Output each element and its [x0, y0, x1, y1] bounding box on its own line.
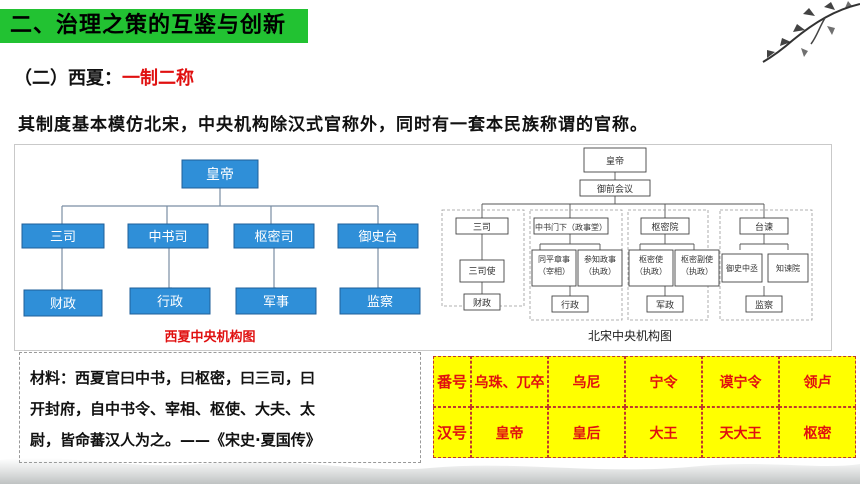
- song-sub-box: [459, 259, 505, 283]
- song-sub-label: 三司使: [468, 265, 495, 277]
- song-child-label: 财政: [473, 297, 491, 309]
- row-header: 番号: [433, 356, 471, 407]
- xixia-branch-box: [233, 223, 315, 249]
- song-sub-label: 知谏院: [776, 263, 800, 273]
- row-header: 汉号: [433, 407, 471, 458]
- table-cell: 谟宁令: [702, 356, 779, 407]
- table-cell: 领卢: [779, 356, 856, 407]
- song-chart-caption: 北宋中央机构图: [588, 328, 672, 343]
- table-cell: 乌珠、兀卒: [471, 356, 548, 407]
- xixia-child-label: 财政: [50, 297, 76, 312]
- song-sub-box: [531, 249, 577, 287]
- xixia-branch-box: [127, 223, 209, 249]
- song-child-box: [551, 295, 589, 313]
- sub-heading: （二）西夏：一制二称: [14, 64, 194, 90]
- xixia-child-box: [339, 287, 421, 315]
- table-cell: 枢密: [779, 407, 856, 458]
- table-row: 番号 乌珠、兀卒 乌尼 宁令 谟宁令 领卢: [433, 356, 856, 407]
- xixia-branch-box: [337, 223, 419, 249]
- song-sub-box: [767, 253, 809, 283]
- song-sub-box: [674, 249, 720, 287]
- song-sub-box: [577, 249, 623, 287]
- song-child-label: 监察: [755, 299, 773, 311]
- material-line: 尉，皆命蕃汉人为之。——《宋史·夏国传》: [30, 431, 321, 449]
- material-line: 材料：西夏官曰中书，曰枢密，曰三司，曰: [30, 369, 316, 387]
- song-child-box: [463, 293, 501, 311]
- xixia-child-label: 监察: [367, 295, 393, 310]
- xixia-branch-label: 三司: [50, 230, 76, 245]
- song-branch-box: [533, 217, 609, 235]
- song-branch-label: 台谏: [755, 221, 773, 233]
- xixia-child-label: 军事: [263, 295, 289, 310]
- song-branch-box: [739, 217, 789, 235]
- table-cell: 天大王: [702, 407, 779, 458]
- song-sub-label: 参知政事（执政）: [584, 254, 616, 276]
- song-branch-label: 三司: [473, 222, 491, 233]
- table-cell: 皇后: [548, 407, 625, 458]
- xixia-chart-caption: 西夏中央机构图: [164, 329, 255, 345]
- xixia-branch-label: 御史台: [358, 230, 397, 245]
- xixia-branch-label: 枢密司: [254, 229, 293, 245]
- titles-comparison-table: 番号 乌珠、兀卒 乌尼 宁令 谟宁令 领卢 汉号 皇帝 皇后 大王 天大王 枢密: [433, 356, 856, 458]
- song-child-box: [745, 295, 783, 313]
- song-root-box: [583, 147, 647, 173]
- xixia-child-box: [129, 287, 211, 315]
- section-heading: 二、治理之策的互鉴与创新: [0, 9, 308, 43]
- song-root-label: 皇帝: [606, 155, 624, 167]
- song-sub-label: 枢密使（执政）: [635, 254, 667, 276]
- xixia-branch-box: [21, 223, 105, 249]
- xixia-child-box: [23, 289, 103, 317]
- sub-heading-prefix: （二）西夏：: [14, 68, 122, 89]
- table-row: 汉号 皇帝 皇后 大王 天大王 枢密: [433, 407, 856, 458]
- ink-mist-decoration: [0, 457, 860, 484]
- song-structure-chart: 皇帝 御前会议 三司 中书门下（政事堂） 枢密院 台谏 三司使 财政 行政 军政…: [441, 147, 813, 343]
- material-line: 开封府，自中书令、宰相、枢使、大夫、太: [30, 400, 316, 418]
- song-child-label: 行政: [561, 299, 579, 311]
- song-council-box: [579, 179, 651, 197]
- ink-branch-decoration: [762, 1, 860, 63]
- xixia-root-box: [181, 159, 259, 189]
- song-child-box: [646, 295, 684, 313]
- song-sub-box: [721, 253, 763, 283]
- intro-text: 其制度基本模仿北宋，中央机构除汉式官称外，同时有一套本民族称谓的官称。: [18, 115, 648, 135]
- song-sub-label: 枢密副使（执政）: [681, 254, 713, 276]
- xixia-child-label: 行政: [157, 295, 183, 310]
- table-cell: 皇帝: [471, 407, 548, 458]
- song-child-label: 军政: [656, 299, 674, 311]
- song-branch-box: [455, 217, 509, 235]
- song-sub-label: 同平章事（宰相）: [538, 254, 570, 276]
- song-sub-box: [628, 249, 674, 287]
- material-quote: 材料：西夏官曰中书，曰枢密，曰三司，曰 开封府，自中书令、宰相、枢使、大夫、太 …: [19, 352, 421, 463]
- table-cell: 宁令: [625, 356, 702, 407]
- song-branch-box: [640, 217, 690, 235]
- xixia-branch-label: 中书司: [148, 230, 187, 245]
- song-branch-label: 枢密院: [651, 221, 678, 233]
- sub-heading-highlight: 一制二称: [122, 68, 194, 89]
- song-sub-label: 御史中丞: [726, 263, 758, 273]
- song-council-label: 御前会议: [597, 183, 633, 195]
- song-branch-label: 中书门下（政事堂）: [535, 222, 607, 232]
- table-cell: 大王: [625, 407, 702, 458]
- xixia-structure-chart: 皇帝 三司 中书司 枢密司 御史台 财政 行政 军事 监察 西夏中央机构图: [21, 159, 421, 345]
- xixia-root-label: 皇帝: [206, 167, 234, 183]
- xixia-child-box: [235, 287, 317, 315]
- table-cell: 乌尼: [548, 356, 625, 407]
